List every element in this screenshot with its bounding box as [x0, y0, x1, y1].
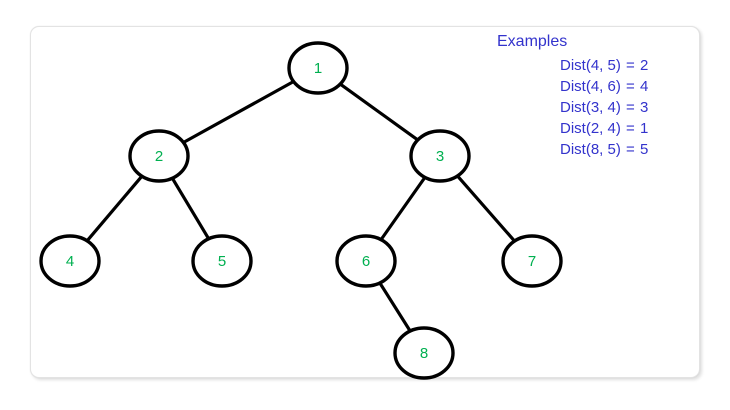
diagram-panel [30, 26, 700, 378]
example-value: 4 [640, 78, 649, 95]
tree-node-circle-4 [39, 234, 101, 288]
tree-node-circle-3 [409, 129, 471, 183]
tree-node-label-4: 4 [66, 253, 74, 270]
example-value: 5 [640, 141, 649, 158]
example-equals-sign: = [626, 141, 635, 158]
tree-edge-6-8 [378, 281, 412, 333]
tree-node-label-5: 5 [218, 253, 226, 270]
examples-title: Examples [497, 33, 568, 50]
tree-node-1[interactable]: 1 [287, 41, 349, 95]
tree-node-label-8: 8 [420, 345, 428, 362]
tree-node-label-1: 1 [314, 60, 322, 77]
tree-node-label-3: 3 [436, 148, 444, 165]
example-row: Dist(3, 4) = 3 [560, 97, 697, 118]
tree-node-circle-7 [501, 234, 563, 288]
tree-edge-2-5 [170, 176, 211, 241]
tree-node-2[interactable]: 2 [128, 129, 190, 183]
tree-node-circle-2 [128, 129, 190, 183]
example-expression: Dist(2, 4) [560, 120, 621, 137]
tree-node-4[interactable]: 4 [39, 234, 101, 288]
tree-node-circle-5 [191, 234, 253, 288]
example-row: Dist(8, 5) = 5 [560, 139, 697, 160]
example-equals-sign: = [626, 57, 635, 74]
tree-node-label-2: 2 [155, 148, 163, 165]
tree-node-circle-8 [393, 326, 455, 380]
example-row: Dist(4, 5) = 2 [560, 55, 697, 76]
tree-nodes-group: 1 2 3 4 5 6 7 8 [39, 41, 563, 380]
tree-node-circle-6 [335, 234, 397, 288]
tree-edge-1-3 [338, 82, 420, 142]
tree-edge-3-7 [455, 174, 517, 243]
tree-node-3[interactable]: 3 [409, 129, 471, 183]
example-equals-sign: = [626, 99, 635, 116]
tree-edge-1-2 [181, 79, 296, 145]
tree-edges-group [85, 79, 517, 333]
example-value: 2 [640, 57, 649, 74]
example-equals-sign: = [626, 120, 635, 137]
tree-node-8[interactable]: 8 [393, 326, 455, 380]
example-equals-sign: = [626, 78, 635, 95]
tree-node-label-7: 7 [528, 253, 536, 270]
tree-node-7[interactable]: 7 [501, 234, 563, 288]
tree-node-5[interactable]: 5 [191, 234, 253, 288]
tree-node-circle-1 [287, 41, 349, 95]
example-expression: Dist(3, 4) [560, 99, 621, 116]
example-expression: Dist(4, 5) [560, 57, 621, 74]
example-expression: Dist(4, 6) [560, 78, 621, 95]
example-value: 3 [640, 99, 649, 116]
tree-edge-2-4 [85, 174, 144, 243]
example-row: Dist(2, 4) = 1 [560, 118, 697, 139]
example-value: 1 [640, 120, 649, 137]
tree-node-label-6: 6 [362, 253, 370, 270]
example-row: Dist(4, 6) = 4 [560, 76, 697, 97]
example-expression: Dist(8, 5) [560, 141, 621, 158]
tree-edge-3-6 [379, 175, 427, 242]
tree-node-6[interactable]: 6 [335, 234, 397, 288]
